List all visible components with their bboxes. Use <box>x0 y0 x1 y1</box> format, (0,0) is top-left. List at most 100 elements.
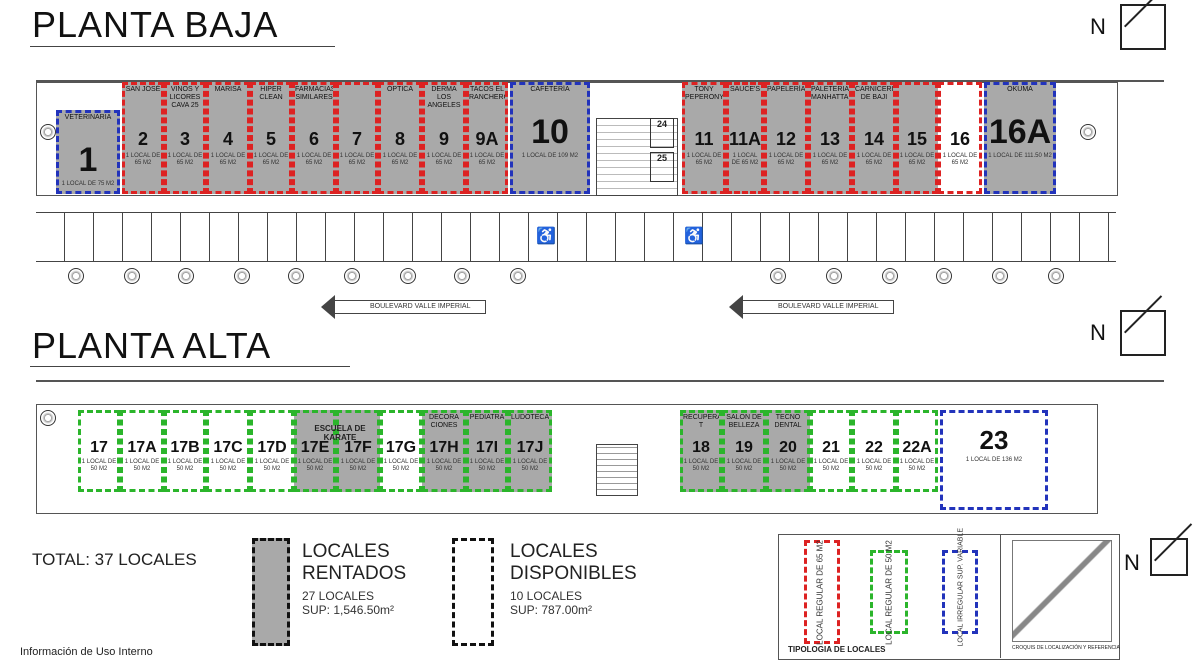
unit-capacity: 1 LOCAL DE 65 M2 <box>125 153 161 166</box>
unit-22: 22 1 LOCAL DE 50 M2 <box>852 410 896 492</box>
tree-icon <box>1048 268 1064 284</box>
unit-number: 20 <box>779 439 797 456</box>
unit-number: 17F <box>344 439 372 456</box>
unit-capacity: 1 LOCAL DE 50 M2 <box>856 459 892 472</box>
unit-number: 17C <box>213 439 243 456</box>
unit-number: 17E <box>300 439 330 456</box>
north-arrow-icon <box>1150 538 1188 576</box>
tipologia-blue <box>942 550 978 634</box>
tree-icon <box>178 268 194 284</box>
unit-number: 17I <box>475 439 499 456</box>
unit-name: SAN JOSÉ <box>125 86 161 93</box>
unit-17e: 17E 1 LOCAL DE 50 M2 <box>294 410 336 492</box>
unit-capacity: 1 LOCAL DE 50 M2 <box>383 459 419 472</box>
unit-capacity: 1 LOCAL DE 50 M2 <box>340 459 376 472</box>
unit-capacity: 1 LOCAL DE 50 M2 <box>254 459 290 472</box>
unit-number: 21 <box>822 439 840 456</box>
unit-name: DECORA CIONES <box>429 414 459 429</box>
north-arrow-icon <box>1120 310 1166 356</box>
unit-capacity: 1 LOCAL DE 65 M2 <box>856 153 892 166</box>
unit-name: TECNO DENTAL <box>774 414 802 429</box>
unit-capacity: 1 LOCAL DE 50 M2 <box>210 459 246 472</box>
footer-note: Información de Uso Interno <box>20 646 153 658</box>
planta-alta-underline <box>30 366 350 367</box>
unit-capacity: 1 LOCAL DE 50 M2 <box>683 459 719 472</box>
unit-number: 12 <box>775 129 797 149</box>
tipologia-divider <box>1000 534 1001 658</box>
unit-capacity: 1 LOCAL DE 65 M2 <box>382 153 418 166</box>
unit-name: RECUPERA-T <box>683 414 722 429</box>
tipologia-red-label: LOCAL REGULAR DE 65 M2 <box>815 540 825 645</box>
tree-icon <box>882 268 898 284</box>
unit-capacity: 1 LOCAL DE 50 M2 <box>469 459 505 472</box>
unit-number: 9A <box>475 129 499 149</box>
tipologia-green <box>870 550 908 634</box>
unit-capacity: 1 LOCAL DE 50 M2 <box>726 459 762 472</box>
legend-rented-sup: SUP: 1,546.50m² <box>302 603 395 617</box>
unit-number: 11A <box>729 129 762 149</box>
north-label: N <box>1124 550 1140 575</box>
tree-icon <box>288 268 304 284</box>
tipologia-red <box>804 540 840 644</box>
unit-capacity: 1 LOCAL DE 65 M2 <box>731 153 759 166</box>
unit-capacity: 1 LOCAL DE 65 M2 <box>812 153 848 166</box>
parking-25: 25 <box>650 152 674 182</box>
legend-available-title: LOCALES DISPONIBLES <box>510 541 637 584</box>
unit-name: SALON DE BELLEZA <box>726 414 762 429</box>
tree-icon <box>510 268 526 284</box>
planta-baja-underline <box>30 46 335 47</box>
boulevard-label: BOULEVARD VALLE IMPERIAL <box>778 303 879 310</box>
unit-number: 17A <box>127 439 157 456</box>
unit-number: 8 <box>394 129 405 149</box>
legend-available-swatch <box>452 538 494 646</box>
unit-name: DERMA LOS ANGELES <box>427 86 461 109</box>
legend-rented-title: LOCALES RENTADOS <box>302 541 407 584</box>
unit-number: 4 <box>222 129 233 149</box>
planta-baja-parking-rows <box>36 212 1116 262</box>
unit-number: 17B <box>170 439 200 456</box>
unit-name: SAUCE'S <box>729 86 761 93</box>
unit-8: ÓPTICA 8 1 LOCAL DE 65 M2 <box>378 82 422 194</box>
tree-icon <box>454 268 470 284</box>
unit-capacity: 1 LOCAL DE 65 M2 <box>768 153 804 166</box>
unit-12: PAPELERÍA 12 1 LOCAL DE 65 M2 <box>764 82 808 194</box>
tree-icon <box>234 268 250 284</box>
unit-capacity: 1 LOCAL DE 50 M2 <box>297 459 333 472</box>
north-label: N <box>1090 320 1106 345</box>
tree-icon <box>124 268 140 284</box>
tree-icon <box>344 268 360 284</box>
tipologia-blue-label: LOCAL IRREGULAR SUP. VARIABLE <box>957 527 965 647</box>
central-stair <box>596 118 678 196</box>
unit-capacity: 1 LOCAL DE 136 M2 <box>965 457 1023 463</box>
unit-name: ÓPTICA <box>386 86 414 93</box>
unit-name: PAPELERÍA <box>767 86 806 93</box>
legend-available-count: 10 LOCALES <box>510 589 583 603</box>
tree-icon <box>1080 124 1096 140</box>
unit-name: VETERINARIA <box>64 114 112 121</box>
tree-icon <box>936 268 952 284</box>
upper-stair <box>596 444 638 496</box>
unit-number: 23 <box>979 425 1009 455</box>
unit-name: TONY PEPERONY <box>685 86 724 101</box>
unit-number: 18 <box>692 439 710 456</box>
tipologia-panel <box>778 534 1120 660</box>
unit-name: TACOS EL RANCHERO <box>469 86 508 101</box>
unit-number: 13 <box>819 129 841 149</box>
unit-number: 22 <box>865 439 883 456</box>
unit-name: PALETERIA MANHATTAN <box>811 86 852 101</box>
unit-number: 17H <box>429 439 459 456</box>
unit-number: 11 <box>694 129 714 149</box>
